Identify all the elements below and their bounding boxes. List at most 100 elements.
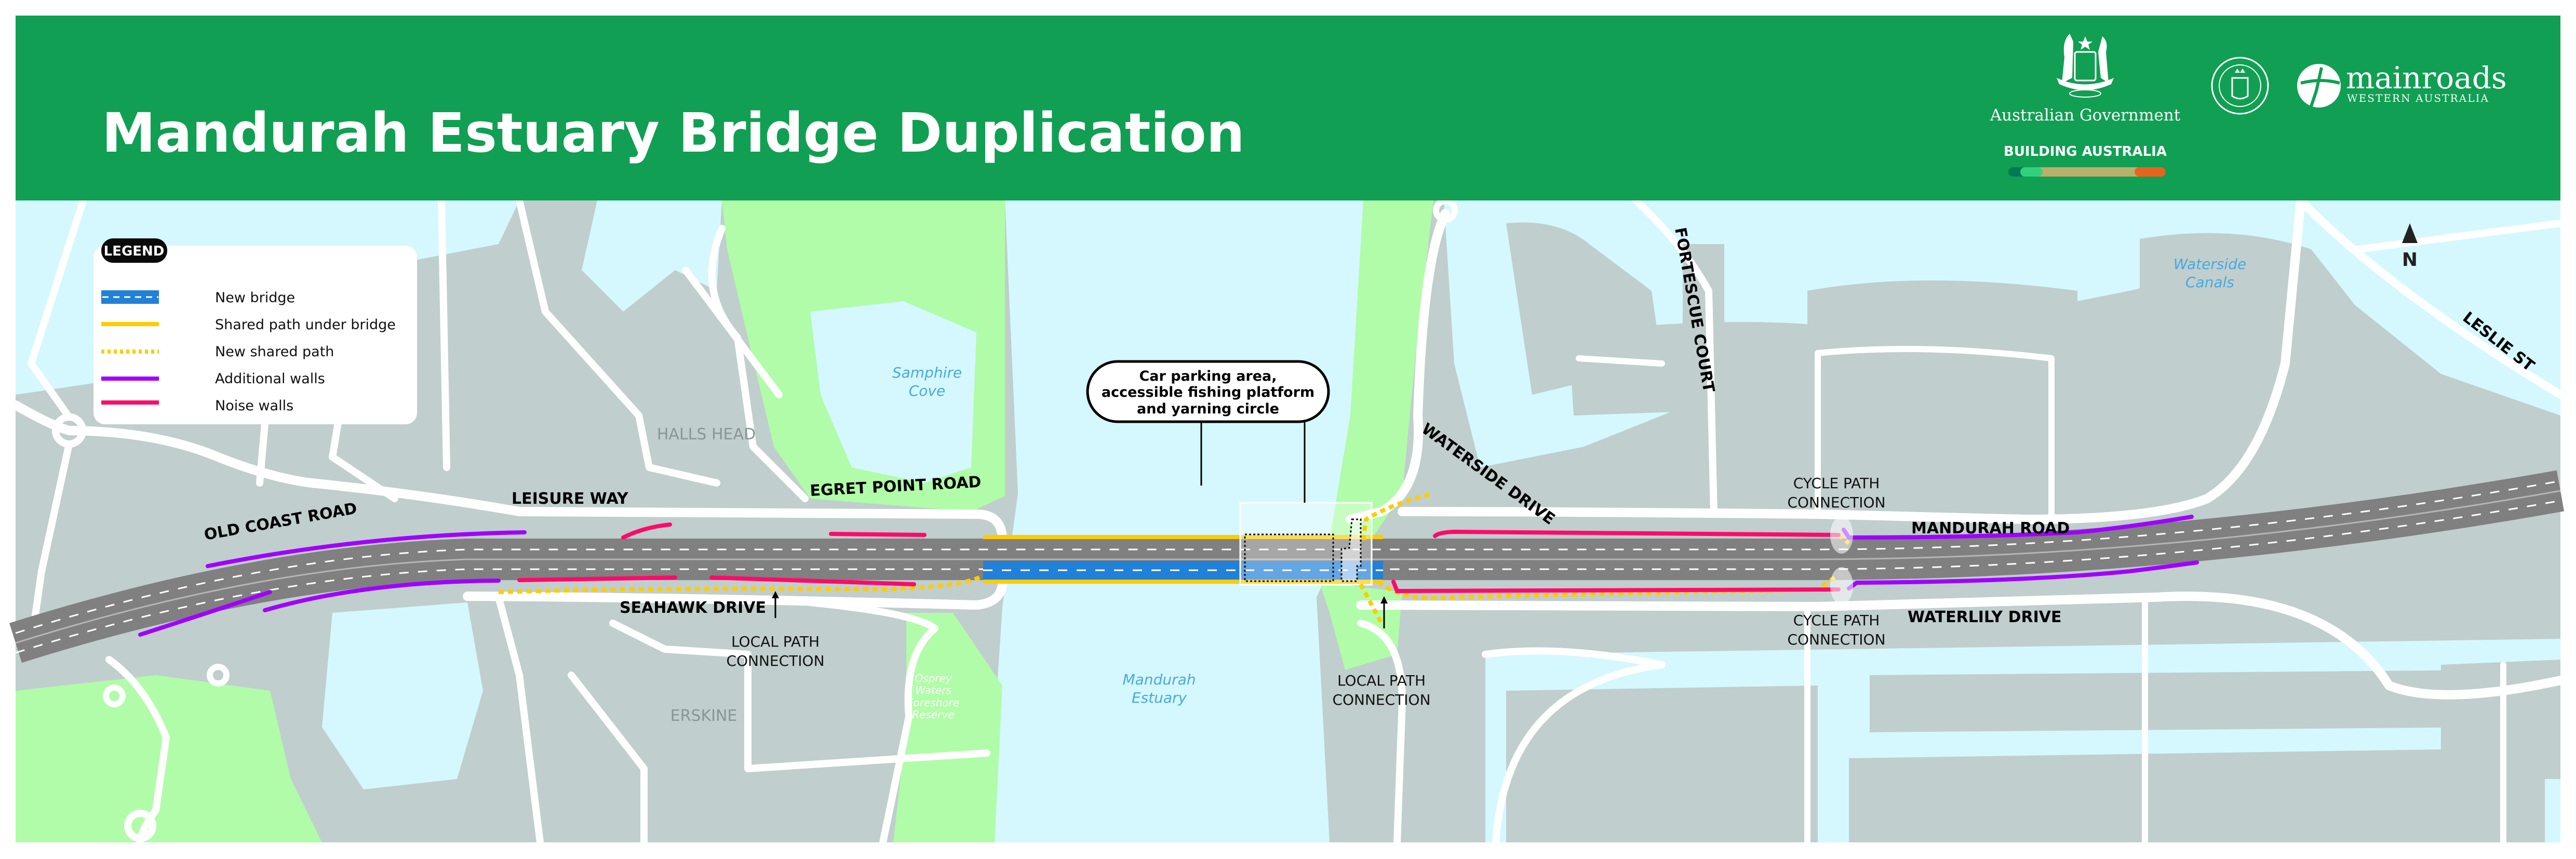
canal-land-fingers [1506, 222, 2560, 842]
additional-wall [138, 590, 272, 637]
legend-swatch-additional-walls [101, 377, 159, 381]
label-local-path-left-1: LOCAL PATH [731, 633, 820, 650]
noise-wall [1391, 580, 1841, 594]
lane-marking-north [15, 480, 2561, 634]
highway [9, 470, 2565, 663]
coat-of-arms-icon [2057, 34, 2114, 98]
mainroads-subtitle: WESTERN AUSTRALIA [2347, 92, 2489, 104]
north-arrow: N [2402, 223, 2418, 271]
car-parking-area-outline [1244, 533, 1334, 582]
australian-government-text: Australian Government [1990, 106, 2181, 125]
fishing-platform-outline [1340, 518, 1362, 582]
noise-wall [829, 532, 927, 537]
legend-label-new-bridge: New bridge [215, 290, 295, 306]
mainroads-name: mainroads [2346, 60, 2507, 96]
fortescue-court-road [1632, 197, 1718, 518]
label-cycle-path-top-2: CONNECTION [1787, 494, 1885, 511]
label-erskine: ERSKINE [670, 707, 737, 725]
north-arrow-icon [2402, 223, 2418, 243]
leisure-way-road [307, 478, 1007, 545]
label-halls-head: HALLS HEAD [657, 425, 756, 444]
label-samphire-cove-1: Samphire [892, 364, 962, 381]
local-road [1815, 346, 2055, 517]
new-shared-path [1377, 574, 1837, 600]
new-shared-path [1359, 583, 1384, 624]
label-mandurah-road: MANDURAH ROAD [1911, 519, 2070, 538]
local-road [1482, 647, 1666, 846]
osprey-waters-reserve [893, 613, 1002, 842]
local-road [682, 266, 783, 398]
label-leisure-way: LEISURE WAY [512, 490, 629, 508]
additional-wall [1842, 515, 2194, 540]
label-seahawk-drive: SEAHAWK DRIVE [620, 599, 766, 617]
leslie-st-road [2297, 196, 2565, 399]
legend-swatch-noise-walls [101, 400, 159, 405]
legend-label-noise-walls: Noise walls [215, 398, 293, 414]
local-road [807, 599, 938, 846]
samphire-cove-water [810, 301, 976, 483]
noise-walls [517, 522, 1841, 594]
erskine-park [16, 675, 322, 842]
seahawk-drive-road [463, 572, 1008, 610]
waterside-park [1330, 200, 1433, 540]
label-cycle-path-bottom-2: CONNECTION [1787, 631, 1885, 648]
additional-wall [206, 530, 527, 568]
noise-wall [517, 575, 677, 582]
local-road [495, 594, 544, 846]
label-local-path-right-2: CONNECTION [1332, 691, 1430, 708]
waterlily-drive-road [1356, 592, 2565, 700]
cycle-path-connection-marker-bottom [1830, 567, 1853, 605]
legend-label-shared-path-under-bridge: Shared path under bridge [215, 317, 396, 333]
mainroads-logo: mainroads WESTERN AUSTRALIA [2297, 60, 2507, 108]
legend-label-additional-walls: Additional walls [215, 371, 325, 387]
cul-de-sac [103, 684, 126, 707]
roundabout [124, 810, 156, 842]
callout-line-2: accessible fishing platform [1102, 384, 1314, 400]
local-road [1576, 355, 1665, 367]
highway-median [15, 490, 2561, 644]
label-cycle-path-bottom-1: CYCLE PATH [1793, 612, 1880, 629]
local-road [28, 197, 87, 421]
noise-wall [709, 575, 916, 586]
label-local-path-right-1: LOCAL PATH [1337, 672, 1426, 689]
page-title: Mandurah Estuary Bridge Duplication [102, 101, 1245, 165]
wa-government-seal-icon [2211, 57, 2269, 115]
local-road [609, 620, 990, 772]
noise-wall [621, 522, 672, 540]
local-roads [11, 196, 2565, 846]
additional-walls [138, 515, 2199, 637]
new-bridge [983, 561, 1383, 580]
legend-label-new-shared-path: New shared path [215, 344, 334, 360]
north-label: N [2402, 249, 2418, 271]
legend-title: LEGEND [104, 244, 165, 259]
local-road [568, 672, 648, 846]
label-mandurah-estuary-1: Mandurah [1123, 671, 1196, 688]
mandurah-road-service [1398, 196, 2305, 524]
shared-path-under-bridge-south [983, 580, 1383, 584]
label-osprey-1: Osprey [915, 672, 952, 684]
cul-de-sac [207, 664, 230, 687]
building-australia-color-bar [2008, 167, 2166, 177]
local-road [2354, 220, 2564, 253]
label-cycle-path-top-1: CYCLE PATH [1793, 475, 1880, 492]
local-road [516, 197, 720, 487]
local-road [438, 197, 450, 471]
local-path-connection-left: LOCAL PATH CONNECTION [726, 591, 825, 669]
callout-car-parking: Car parking area, accessible fishing pla… [1086, 360, 1330, 503]
callout-line-3: and yarning circle [1137, 401, 1279, 417]
local-path-connection-right: LOCAL PATH CONNECTION [1332, 596, 1431, 708]
label-local-path-left-2: CONNECTION [726, 652, 824, 669]
legend-title-pill [101, 238, 167, 263]
shared-path-under-bridge-north [983, 535, 1383, 539]
legend-swatch-shared-path-under-bridge [101, 322, 159, 326]
new-shared-path [498, 574, 983, 594]
label-waterside-canals-2: Canals [2185, 274, 2234, 291]
cul-de-sac [1433, 198, 1458, 223]
additional-wall [263, 579, 501, 612]
lane-marking-south [15, 500, 2561, 654]
new-shared-path [1361, 491, 1434, 541]
label-osprey-4: Reserve [912, 708, 954, 721]
bottom-left-lagoon [322, 602, 483, 789]
top-left-canal-water-2 [582, 200, 722, 312]
